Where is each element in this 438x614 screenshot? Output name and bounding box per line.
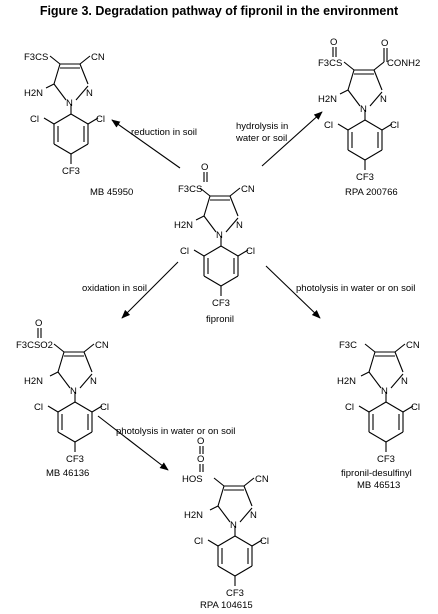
ring-n1-label: N [360, 104, 367, 115]
chlorine-right-label: Cl [390, 120, 399, 131]
ring-n1-label: N [216, 230, 223, 241]
pathway-label-photolysis-desulfinyl: photolysis in water or on soil [296, 283, 415, 294]
cf3-substituent-label: F3C [339, 340, 357, 351]
cf3-label: CF3 [62, 166, 80, 177]
compound-name-fipronil-desulfinyl: fipronil-desulfinyl [341, 468, 412, 479]
chlorine-right-label: Cl [246, 246, 255, 257]
ring-n2-label: N [401, 376, 408, 387]
chlorine-right-label: Cl [260, 536, 269, 547]
sulfinyl-oxygen-label: O [330, 37, 337, 48]
compound-name-mb46136: MB 46136 [46, 468, 89, 479]
molecule-rpa104615: HOS O O CN H2N N N Cl Cl CF3 [182, 436, 269, 599]
sulfonyl-group-label: F3CSO2 [16, 340, 53, 351]
sulfur-group-label: F3CS [24, 52, 48, 63]
cf3-label: CF3 [226, 588, 244, 599]
sulfur-group-label: F3CS [178, 184, 202, 195]
carbonyl-oxygen-label: O [381, 38, 388, 49]
molecule-mb45950: F3CS CN H2N N N Cl Cl CF3 [24, 52, 105, 177]
r3-group-label: CN [406, 340, 420, 351]
sulfonic-group-label: HOS [182, 474, 203, 485]
cf3-label: CF3 [356, 172, 374, 183]
sulfonic-oxygen-top-label: O [197, 436, 204, 447]
pathway-label-reduction: reduction in soil [131, 127, 197, 138]
r3-group-label: CN [95, 340, 109, 351]
r3-group-label: CN [241, 184, 255, 195]
molecule-fipronil: F3CS O CN H2N N N Cl Cl CF3 [174, 162, 255, 309]
ring-n2-label: N [90, 376, 97, 387]
arrow-reduction [111, 119, 181, 169]
amine-label: H2N [318, 94, 337, 105]
figure-title: Figure 3. Degradation pathway of fiproni… [40, 4, 399, 18]
ring-n1-label: N [70, 386, 77, 397]
ring-n2-label: N [236, 220, 243, 231]
compound-code-mb46513: MB 46513 [357, 480, 400, 491]
pathway-label-hydrolysis-line1: hydrolysis in [236, 121, 288, 132]
molecule-rpa200766: F3CS O O CONH2 H2N N N Cl Cl CF3 [318, 37, 420, 183]
chlorine-left-label: Cl [324, 120, 333, 131]
pathway-label-photolysis-rpa104615: photolysis in water or on soil [116, 426, 235, 437]
arrow-photolysis-desulfinyl [265, 265, 321, 319]
chlorine-left-label: Cl [345, 402, 354, 413]
cf3-label: CF3 [377, 454, 395, 465]
molecule-mb46136: F3CSO2 O CN H2N N N Cl Cl CF3 [16, 318, 109, 465]
chlorine-right-label: Cl [96, 114, 105, 125]
compound-name-fipronil: fipronil [206, 314, 234, 325]
amine-label: H2N [24, 88, 43, 99]
ring-n1-label: N [66, 98, 73, 109]
amine-label: H2N [174, 220, 193, 231]
compound-name-rpa104615: RPA 104615 [200, 600, 253, 611]
pathway-label-oxidation: oxidation in soil [82, 283, 147, 294]
molecule-fipronil-desulfinyl: F3C CN H2N N N Cl Cl CF3 [337, 340, 420, 465]
amine-label: H2N [184, 510, 203, 521]
ring-n2-label: N [86, 88, 93, 99]
sulfonic-oxygen-label: O [197, 454, 204, 465]
chlorine-right-label: Cl [100, 402, 109, 413]
ring-n2-label: N [380, 94, 387, 105]
arrow-hydrolysis [261, 111, 323, 167]
r3-group-label: CONH2 [387, 58, 420, 69]
amine-label: H2N [24, 376, 43, 387]
ring-n1-label: N [230, 520, 237, 531]
ring-n2-label: N [250, 510, 257, 521]
sulfonyl-oxygen-label: O [35, 318, 42, 329]
chlorine-left-label: Cl [34, 402, 43, 413]
pathway-label-hydrolysis-line2: water or soil [235, 133, 287, 144]
cf3-label: CF3 [66, 454, 84, 465]
chlorine-left-label: Cl [180, 246, 189, 257]
compound-name-mb45950: MB 45950 [90, 187, 133, 198]
sulfinyl-oxygen-label: O [201, 162, 208, 173]
chlorine-left-label: Cl [30, 114, 39, 125]
arrow-photolysis-rpa104615 [97, 415, 169, 471]
cf3-label: CF3 [212, 298, 230, 309]
sulfur-group-label: F3CS [318, 58, 342, 69]
r3-group-label: CN [255, 474, 269, 485]
chlorine-left-label: Cl [194, 536, 203, 547]
chlorine-right-label: Cl [411, 402, 420, 413]
arrow-oxidation [121, 261, 179, 319]
r3-group-label: CN [91, 52, 105, 63]
ring-n1-label: N [381, 386, 388, 397]
amine-label: H2N [337, 376, 356, 387]
compound-name-rpa200766: RPA 200766 [345, 187, 398, 198]
